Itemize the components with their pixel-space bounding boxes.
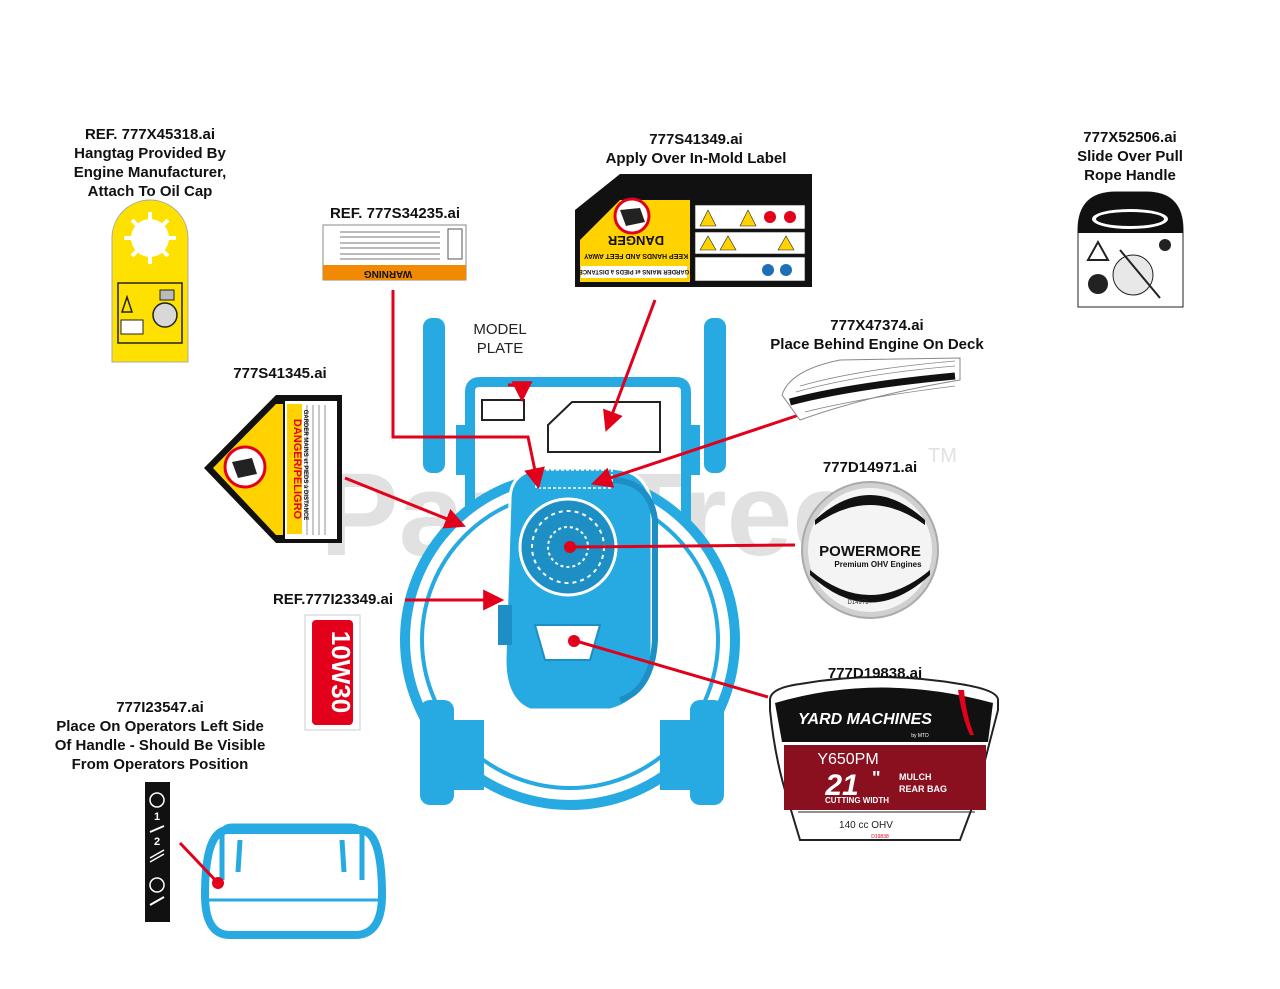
yard-brand: YARD MACHINES [798, 711, 932, 728]
powermore-tagline: Premium OHV Engines [834, 560, 922, 569]
powermore-code: D14971 [847, 600, 869, 606]
model-plate-line2: PLATE [476, 340, 524, 357]
arrow-handle [178, 841, 220, 885]
callout-line: Rope Handle [1084, 167, 1176, 184]
decal-powermore: POWERMORE Premium OHV Engines D14971 [801, 481, 939, 619]
oil-10w30-text: 10W30 [326, 631, 356, 713]
watermark-tm: TM [928, 445, 957, 467]
decal-warning: WARNING [322, 224, 467, 281]
inmold-danger-word: DANGER [607, 233, 664, 248]
callout-oil: REF.777I23349.ai [258, 590, 408, 609]
callout-arrows [178, 290, 821, 885]
callout-line: From Operators Position [71, 756, 249, 773]
callout-line: 777I23547.ai [116, 699, 204, 716]
callout-line: 777D19838.ai [827, 665, 923, 682]
callout-oil-cap: REF. 777X45318.ai Hangtag Provided By En… [40, 125, 260, 201]
arrow-yard [575, 639, 769, 699]
yard-size: 21 [824, 769, 858, 802]
callout-powermore: 777D14971.ai [810, 458, 930, 477]
arrow-danger [344, 476, 466, 529]
powermore-brand: POWERMORE [819, 543, 921, 560]
decal-yard-machines: YARD MACHINES by MTD Y650PM 21 " MULCH R… [769, 676, 999, 841]
callout-line: 777S41349.ai [649, 131, 743, 148]
decal-handle-strip: 1 2 [145, 782, 170, 922]
callout-line: Engine Manufacturer, [73, 164, 227, 181]
yard-feat2: REAR BAG [899, 784, 947, 794]
oil-fill-label-area [533, 624, 602, 661]
decal-danger-bilingual: DANGER/PELIGRO GARDER MAINS et PIEDS à D… [204, 395, 342, 543]
callout-line: 777S41345.ai [233, 365, 327, 382]
decal-rope-handle [1077, 191, 1184, 308]
callout-handle: 777I23547.ai Place On Operators Left Sid… [30, 698, 290, 774]
yard-cut: CUTTING WIDTH [825, 796, 889, 805]
arrow-inmold [603, 299, 657, 432]
model-plate-box [481, 399, 525, 421]
mower-handle-right [704, 318, 726, 473]
mower-upper-frame [465, 377, 691, 525]
callout-line: 777X47374.ai [830, 317, 924, 334]
handle-illustration [200, 823, 387, 939]
callout-line: Place On Operators Left Side [56, 718, 264, 735]
callout-line: REF.777I23349.ai [272, 591, 394, 608]
decal-oil-cap-hangtag [111, 199, 189, 363]
yard-by: by MTD [911, 733, 929, 739]
yard-model: Y650PM [817, 751, 878, 768]
arrow-deck [591, 406, 821, 488]
wheel-rear-left [420, 700, 454, 805]
callout-line: REF. 777S34235.ai [329, 205, 461, 222]
handle-step1: 1 [154, 811, 160, 823]
arrow-warning [391, 290, 545, 490]
yard-cc: 140 cc OHV [839, 820, 893, 831]
handle-step2: 2 [154, 836, 160, 848]
callout-line: Place Behind Engine On Deck [770, 336, 984, 353]
model-plate-line1: MODEL [473, 321, 527, 338]
callout-line: 777X52506.ai [1083, 129, 1177, 146]
decal-inmold-danger: DANGER KEEP HANDS AND FEET AWAY GARDER M… [575, 174, 812, 287]
arrow-powermore [573, 543, 796, 549]
yard-feat1: MULCH [899, 772, 932, 782]
bilingual-danger-sub1: GARDER MAINS et PIEDS à DISTANCE [302, 410, 308, 521]
callout-deck: 777X47374.ai Place Behind Engine On Deck [752, 316, 1002, 354]
callout-warning: REF. 777S34235.ai [300, 204, 490, 223]
callout-line: Slide Over Pull [1077, 148, 1183, 165]
callout-danger: 777S41345.ai [225, 364, 335, 383]
callout-line: Of Handle - Should Be Visible [54, 737, 266, 754]
callout-yard: 777D19838.ai [810, 664, 940, 683]
callout-line: REF. 777X45318.ai [84, 126, 216, 143]
callout-rope: 777X52506.ai Slide Over Pull Rope Handle [1050, 128, 1210, 185]
dot-yard [568, 635, 580, 647]
callout-line: 777D14971.ai [822, 459, 918, 476]
callout-line: Hangtag Provided By [74, 145, 226, 162]
inmold-label-area [547, 401, 661, 453]
yard-code: D19838 [871, 834, 889, 840]
inmold-danger-sub: KEEP HANDS AND FEET AWAY [584, 252, 688, 259]
warning-label-text: WARNING [364, 268, 413, 279]
model-plate-label: MODEL PLATE [460, 320, 540, 358]
arrow-model-plate [508, 381, 533, 403]
callout-line: Attach To Oil Cap [87, 183, 213, 200]
mower-handle-left [423, 318, 445, 473]
dot-powermore [564, 541, 576, 553]
inmold-danger-spanish: GARDER MAINS et PIEDS à DISTANCE [579, 268, 690, 274]
decal-deck [781, 357, 961, 421]
callout-line: Apply Over In-Mold Label [605, 150, 787, 167]
decal-oil-10w30: 10W30 [304, 614, 361, 731]
callout-inmold: 777S41349.ai Apply Over In-Mold Label [580, 130, 812, 168]
mower-illustration [400, 318, 740, 810]
bilingual-danger-word: DANGER/PELIGRO [291, 419, 303, 520]
yard-unit: " [872, 768, 881, 788]
wheel-rear-right [690, 700, 724, 805]
